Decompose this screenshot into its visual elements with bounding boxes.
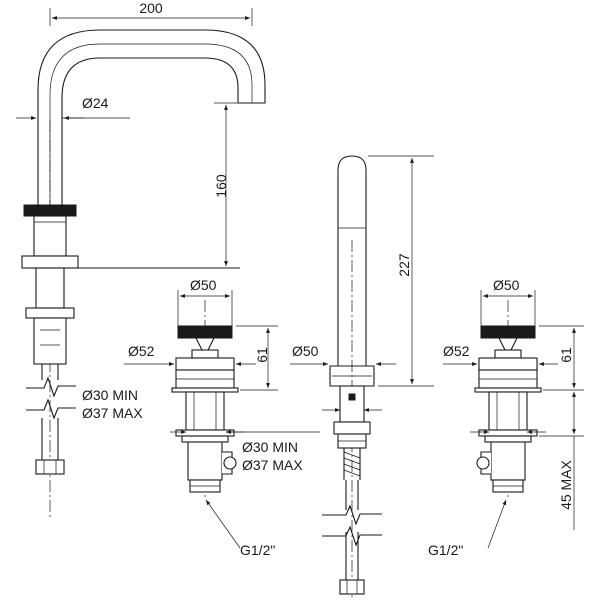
dimension-right-diameter-50: Ø50 [480,277,536,326]
center-hose-nut [339,579,365,595]
right-handle-diameter-label: Ø50 [493,277,520,293]
spout-deck-flange [21,255,79,269]
right-rosette [478,357,538,371]
center-hole-max-label: Ø37 MAX [242,457,303,473]
spout-side-view [21,29,266,520]
dimension-200: 200 [49,0,253,26]
left-knurled-handle [177,325,233,339]
hole-max-label: Ø37 MAX [82,405,143,421]
left-handle-height-label: 61 [254,347,270,363]
right-connection-leader: G1/2" [428,499,507,558]
center-spout [322,155,382,600]
dimension-160-label: 160 [213,174,229,198]
hole-min-label: Ø30 MIN [82,387,138,403]
left-rosette-diameter-label: Ø52 [128,343,155,359]
dimension-diameter-24-label: Ø24 [82,95,109,111]
dimension-left-diameter-50: Ø50 [177,277,233,326]
dimension-right-diameter-52: Ø52 [443,343,558,366]
left-handle-valve [171,300,239,500]
center-base-diameter-label: Ø50 [292,343,319,359]
spout-hose-nut [35,459,65,475]
right-knurled-handle [480,325,536,339]
dimension-left-diameter-52: Ø52 [124,343,256,366]
right-connection-label: G1/2" [428,542,463,558]
left-connection-leader: G1/2" [205,499,275,558]
center-deck-flange [333,421,371,435]
dimension-center-diameter-50: Ø50 [290,343,396,366]
right-rosette-diameter-label: Ø52 [443,343,470,359]
dimension-227: 227 [368,155,434,387]
dimension-diameter-24: Ø24 [16,95,130,120]
dimension-right-61: 61 [539,325,584,391]
center-spout-height-label: 227 [396,253,412,277]
dimension-160: 160 [213,102,260,266]
left-rosette [175,357,235,371]
dimension-200-label: 200 [139,0,163,16]
max-deck-thickness-label: 45 MAX [558,459,574,509]
right-handle-height-label: 61 [558,347,574,363]
center-hole-min-label: Ø30 MIN [242,439,298,455]
dimension-left-61: 61 [236,325,278,391]
right-handle-valve [474,300,542,500]
left-handle-diameter-label: Ø50 [190,277,217,293]
dimension-45-max: 45 MAX [539,392,584,530]
left-connection-label: G1/2" [240,542,275,558]
spout-knurled-collar [23,204,77,217]
